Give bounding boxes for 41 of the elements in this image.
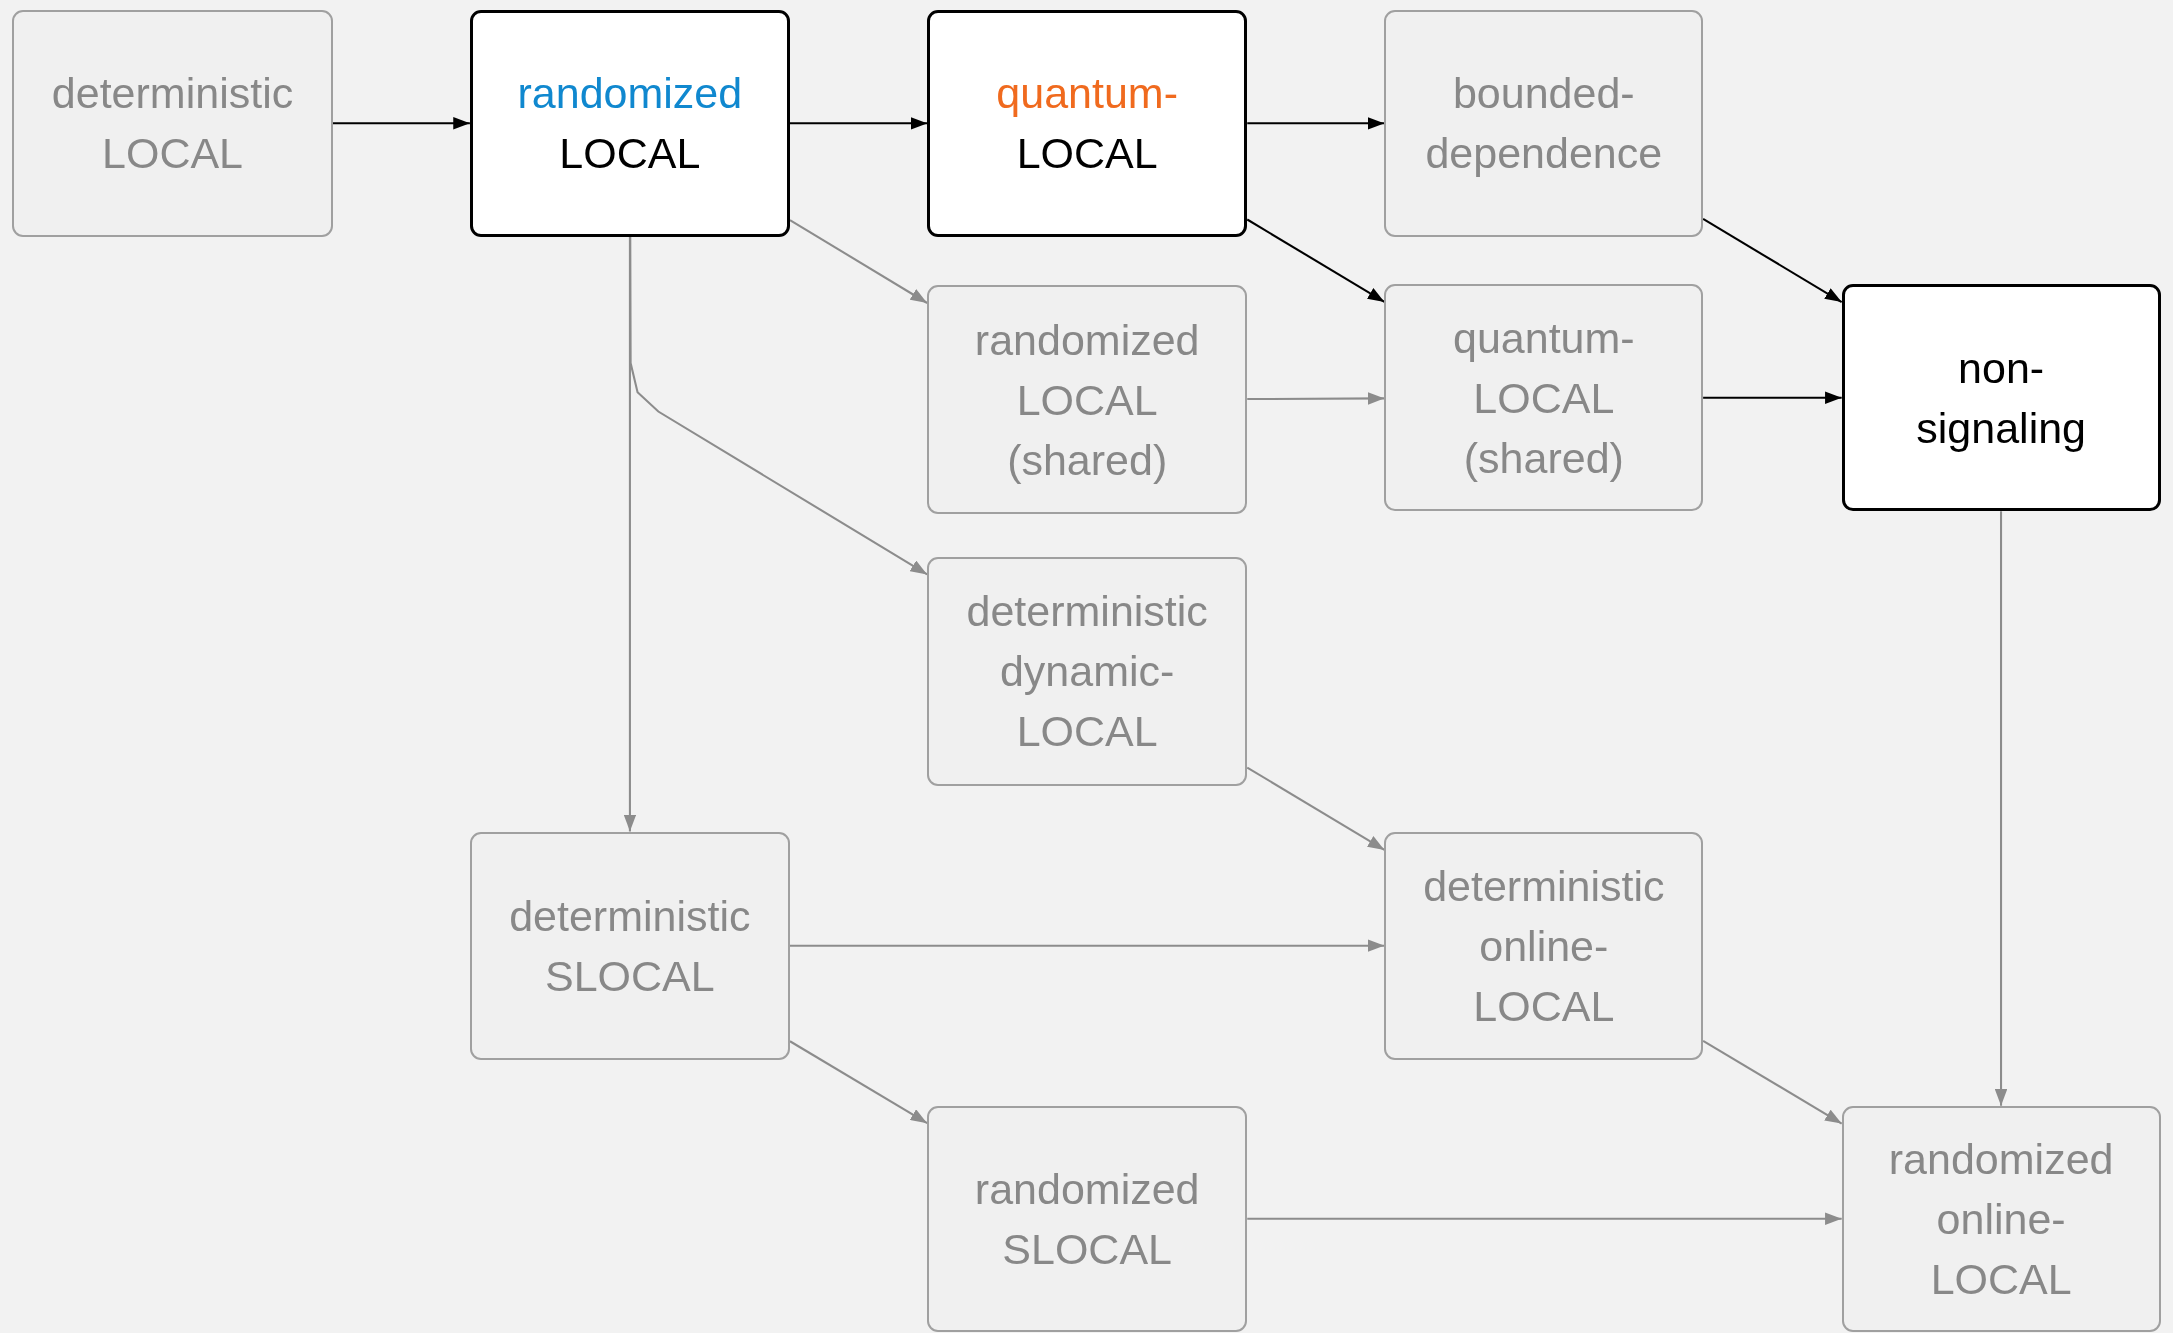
arrow [332,117,470,130]
box-label: bounded- dependence [1425,68,1663,180]
box-label: randomized LOCAL (shared) [974,314,1200,486]
arrow [789,939,1385,952]
process-box [1384,9,1704,237]
arrow [1703,391,1842,404]
box-label: randomized online- LOCAL [1888,1133,2114,1305]
box-label: non- signaling [1916,342,2086,454]
arrow [1247,117,1385,130]
box-label: LOCAL [559,128,701,180]
process-box [927,285,1248,515]
process-box [927,1105,1248,1332]
arrow [1702,218,1843,303]
box-label: quantum- LOCAL (shared) [1453,312,1635,484]
box-label: quantum- [996,68,1178,120]
arrow [1246,766,1385,851]
arrow [1246,218,1385,303]
arrow [1247,392,1385,405]
process-box [1841,284,2161,512]
box-label: deterministic LOCAL [51,68,294,180]
arrow [1702,1039,1843,1125]
box-label: deterministic dynamic- LOCAL [966,586,1208,758]
arrow [1994,511,2008,1106]
arrow [623,236,637,832]
process-box [469,9,790,237]
box-label: randomized [517,68,743,120]
process-box [469,831,790,1061]
process-box [927,9,1248,237]
box-label: randomized SLOCAL [974,1163,1200,1275]
process-box [12,9,333,237]
process-box [1384,831,1704,1061]
box-label: deterministic SLOCAL [509,890,751,1002]
box-label: deterministic online- LOCAL [1423,860,1665,1032]
arrow [789,219,928,304]
box-label: LOCAL [1016,128,1158,180]
process-box [927,557,1248,786]
arrow [1247,1212,1842,1225]
process-box [1841,1105,2161,1332]
arrow [789,1040,928,1125]
arrow [789,117,928,130]
process-box [1384,284,1704,512]
